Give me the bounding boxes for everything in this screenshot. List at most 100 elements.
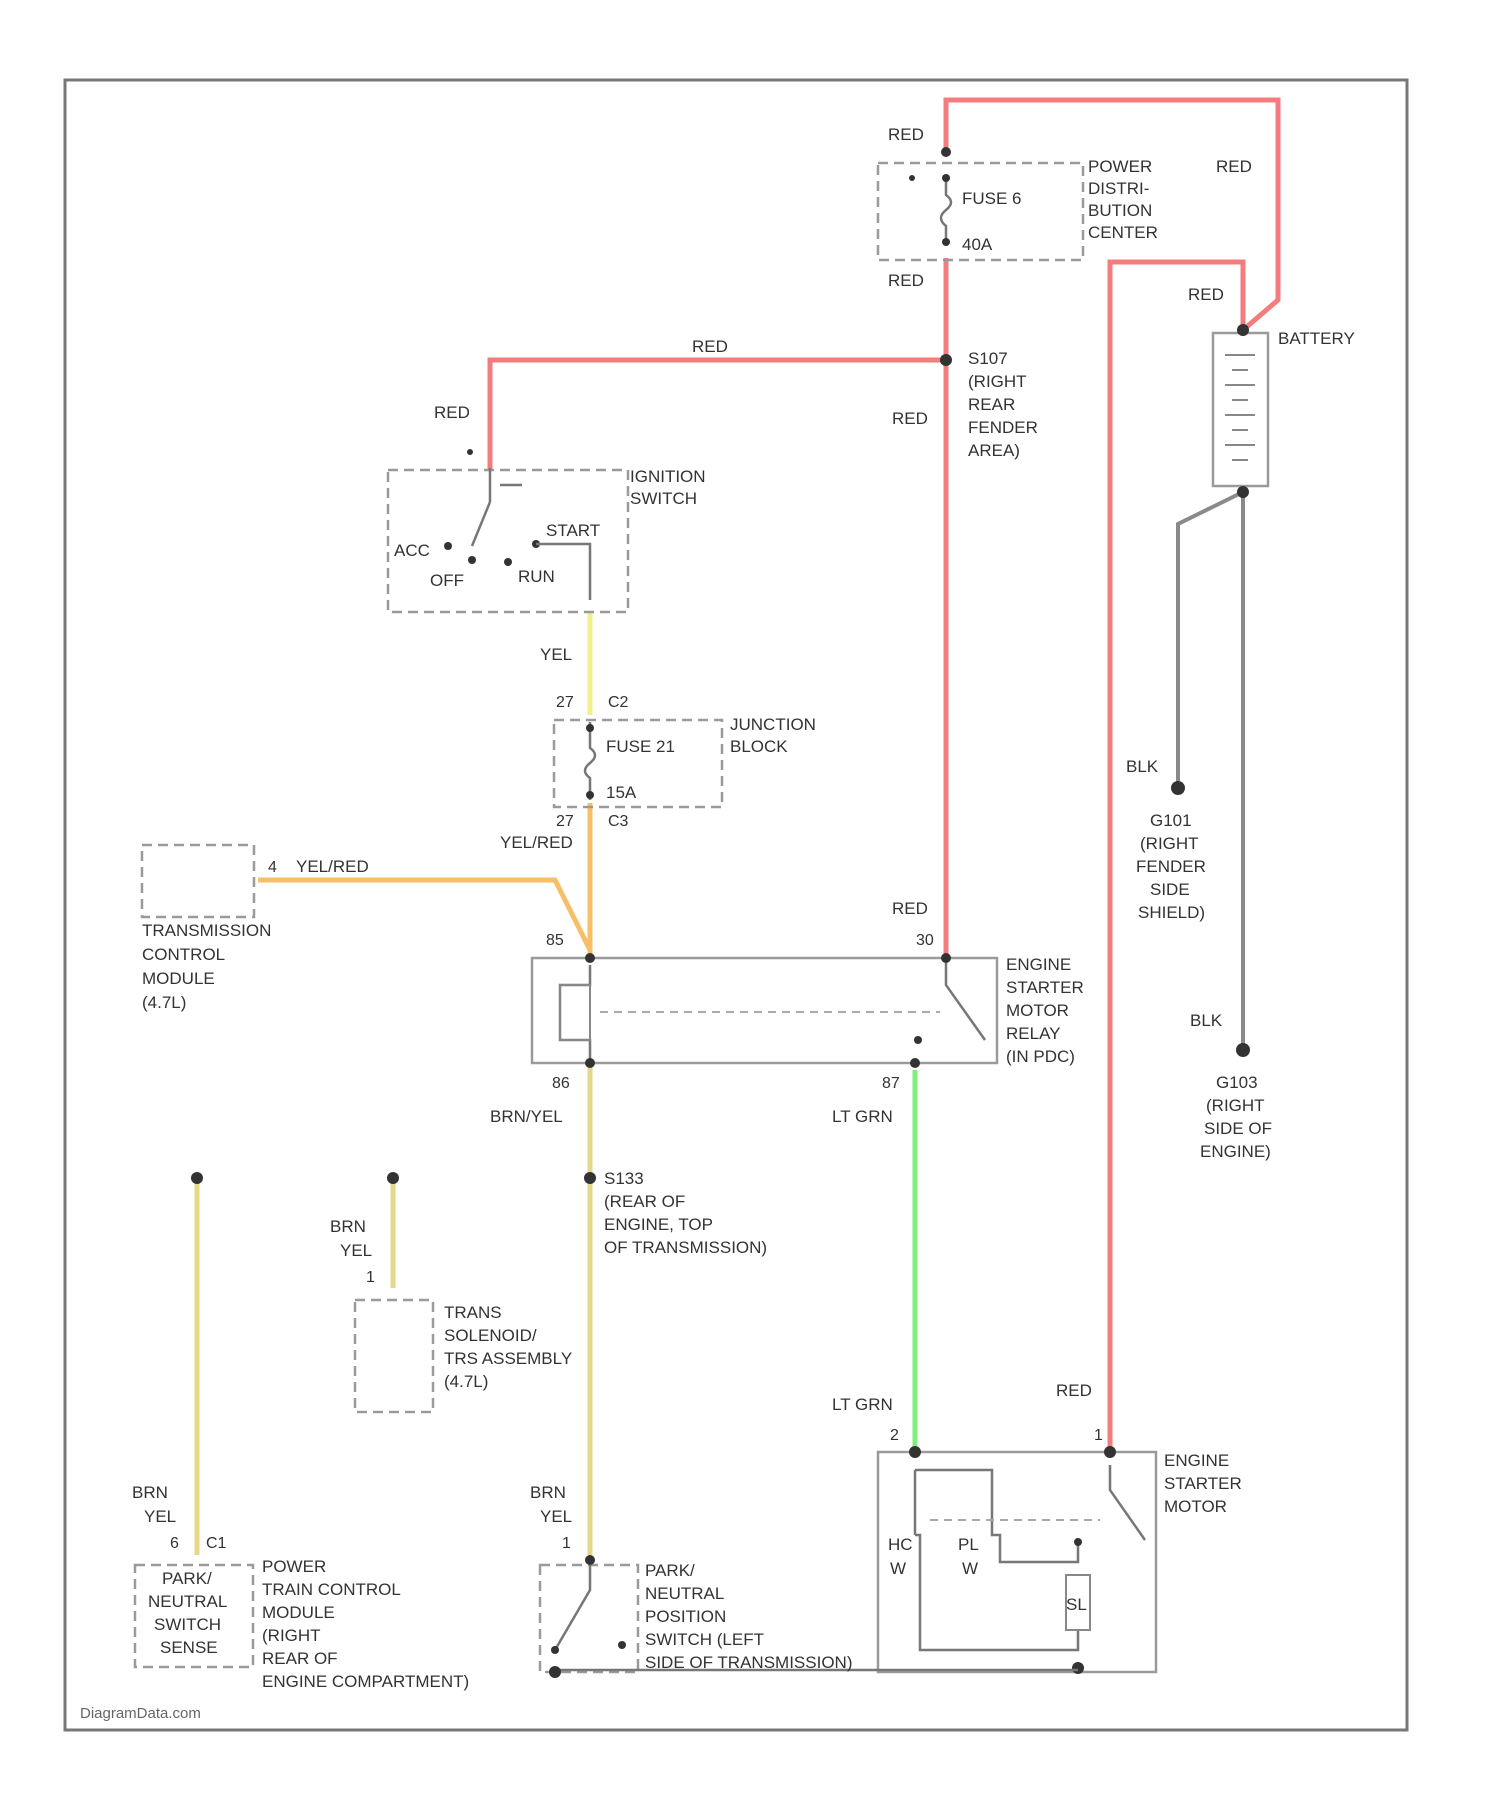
wire-label-yelred-tcm: YEL/RED: [296, 857, 369, 876]
ignition-input-dot: [467, 449, 473, 455]
pcm-label-4: (RIGHT: [262, 1626, 321, 1645]
g103-ground: [1236, 1043, 1250, 1057]
relay-label-4: RELAY: [1006, 1024, 1061, 1043]
g103-label-3: SIDE OF: [1204, 1119, 1272, 1138]
junction-block-box: [554, 720, 722, 807]
starter-hc-label: HC: [888, 1535, 913, 1554]
pnp-switch-blade: [555, 1565, 590, 1650]
pcm-label-6: ENGINE COMPARTMENT): [262, 1672, 469, 1691]
s133-label-1: S133: [604, 1169, 644, 1188]
sense-label-4: SENSE: [160, 1638, 218, 1657]
pnp-label-1: PARK/: [645, 1561, 695, 1580]
jb-pin-in: 27: [556, 694, 574, 711]
g101-ground: [1171, 781, 1185, 795]
starter-ground-dot: [1072, 1662, 1084, 1674]
relay-pin-86: [585, 1058, 595, 1068]
jb-pin-in-conn: C2: [608, 694, 629, 711]
branch-mid-dot: [387, 1172, 399, 1184]
pnp-pin-label: 1: [562, 1535, 571, 1552]
relay-box: [532, 958, 997, 1063]
g101-label-2: (RIGHT: [1140, 834, 1199, 853]
wire-label-yel-pnp: YEL: [540, 1507, 572, 1526]
wire-label-ltgrn-starter: LT GRN: [832, 1395, 893, 1414]
pcm-label-5: REAR OF: [262, 1649, 338, 1668]
wire-label-blk-g103: BLK: [1190, 1011, 1223, 1030]
pdc-fuse-top: [942, 174, 950, 182]
pcm-label-1: POWER: [262, 1557, 326, 1576]
wire-label-yel-sense: YEL: [144, 1507, 176, 1526]
s133-splice: [584, 1172, 596, 1184]
pnp-pin-top: [585, 1555, 595, 1565]
wire-label-red-battery: RED: [1188, 285, 1224, 304]
s107-label-4: FENDER: [968, 418, 1038, 437]
s107-splice: [940, 354, 952, 366]
fuse6-symbol: [941, 175, 951, 245]
pcm-pin: 6: [170, 1535, 179, 1552]
fuse21-label: FUSE 21: [606, 737, 675, 756]
wire-label-yel-ignition: YEL: [540, 645, 572, 664]
pnp-ground-dot: [549, 1666, 561, 1678]
s133-label-3: ENGINE, TOP: [604, 1215, 713, 1234]
starter-label-2: STARTER: [1164, 1474, 1242, 1493]
starter-label-3: MOTOR: [1164, 1497, 1227, 1516]
solenoid-box: [355, 1300, 433, 1412]
g103-label-4: ENGINE): [1200, 1142, 1271, 1161]
relay-coil: [560, 965, 590, 1060]
jb-fuse-bot: [586, 791, 594, 799]
ignition-acc-label: ACC: [394, 541, 430, 560]
wire-label-brn-solenoid: BRN: [330, 1217, 366, 1236]
pdc-pin-top: [941, 147, 951, 157]
wire-label-red-relay: RED: [892, 899, 928, 918]
jb-label-2: BLOCK: [730, 737, 788, 756]
wire-label-blk-g101: BLK: [1126, 757, 1159, 776]
starter-pin-1-label: 1: [1094, 1427, 1103, 1444]
wire-label-brn-pnp: BRN: [530, 1483, 566, 1502]
starter-pl-w: W: [962, 1559, 978, 1578]
ignition-acc-contact: [444, 542, 452, 550]
pdc-label-2: DISTRI-: [1088, 179, 1149, 198]
tcm-box: [142, 845, 254, 917]
solenoid-label-4: (4.7L): [444, 1372, 488, 1391]
pnp-contact-1: [551, 1646, 559, 1654]
jb-label-1: JUNCTION: [730, 715, 816, 734]
solenoid-pin: 1: [366, 1269, 375, 1286]
fuse21-amp: 15A: [606, 783, 637, 802]
jb-pin-out-conn: C3: [608, 813, 629, 830]
pdc-label-1: POWER: [1088, 157, 1152, 176]
g103-label-1: G103: [1216, 1073, 1258, 1092]
wire-blk-g101: [1178, 492, 1243, 785]
battery-label: BATTERY: [1278, 329, 1355, 348]
pcm-label-3: MODULE: [262, 1603, 335, 1622]
relay-label-5: (IN PDC): [1006, 1047, 1075, 1066]
sense-label-1: PARK/: [162, 1569, 212, 1588]
g101-label-3: FENDER: [1136, 857, 1206, 876]
battery-neg-terminal: [1237, 486, 1249, 498]
battery-cells: [1225, 355, 1255, 460]
relay-pin-30: [941, 953, 951, 963]
wire-label-red-starter: RED: [1056, 1381, 1092, 1400]
pdc-side-dot: [909, 175, 915, 181]
relay-pin-87-label: 87: [882, 1075, 900, 1092]
pnp-label-2: NEUTRAL: [645, 1584, 724, 1603]
solenoid-label-3: TRS ASSEMBLY: [444, 1349, 572, 1368]
g101-label-4: SIDE: [1150, 880, 1190, 899]
branch-left-dot: [191, 1172, 203, 1184]
pnp-contact-2: [618, 1641, 626, 1649]
jb-pin-out: 27: [556, 813, 574, 830]
s107-label-3: REAR: [968, 395, 1015, 414]
ignition-label-2: SWITCH: [630, 489, 697, 508]
sense-label-2: NEUTRAL: [148, 1592, 227, 1611]
pcm-label-2: TRAIN CONTROL: [262, 1580, 401, 1599]
tcm-label-2: CONTROL: [142, 945, 225, 964]
starter-internal-circuit: [915, 1470, 1078, 1650]
tcm-label-3: MODULE: [142, 969, 215, 988]
jb-fuse-top: [586, 724, 594, 732]
ignition-run-contact: [504, 558, 512, 566]
wire-label-ltgrn-relay: LT GRN: [832, 1107, 893, 1126]
fuse6-amp: 40A: [962, 235, 993, 254]
starter-hc-w: W: [890, 1559, 906, 1578]
tcm-label-1: TRANSMISSION: [142, 921, 271, 940]
starter-pin-1: [1104, 1446, 1116, 1458]
relay-label-1: ENGINE: [1006, 955, 1071, 974]
wire-label-yelred-jb: YEL/RED: [500, 833, 573, 852]
